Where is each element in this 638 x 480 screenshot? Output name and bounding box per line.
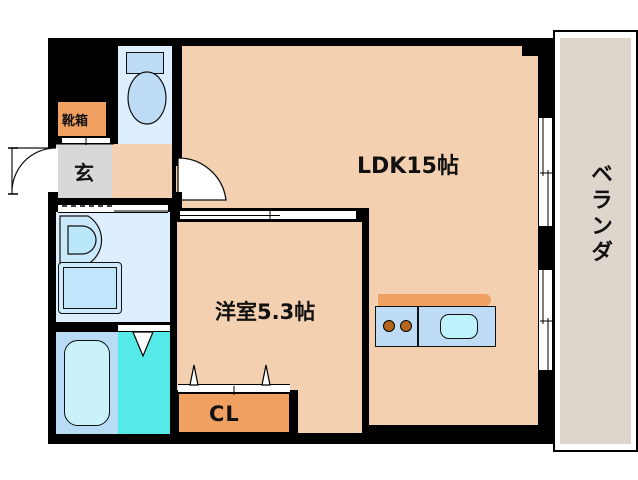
wall-hall-ldk-bottom — [172, 192, 182, 210]
wall-right-top — [538, 38, 553, 118]
kitchen-counter — [378, 294, 491, 306]
bedroom-right-strip — [298, 390, 362, 433]
entrance-door-opening[interactable] — [46, 148, 58, 192]
entrance-label: 玄 — [74, 161, 94, 185]
wall-bedroom-left — [170, 208, 177, 444]
room-bedroom — [176, 222, 362, 390]
veranda-label: ベランダ — [587, 162, 612, 266]
ldk-swing-door — [177, 157, 227, 201]
veranda-window-lower[interactable] — [538, 270, 553, 370]
genkan-step-edge — [56, 143, 114, 145]
bedroom-label: 洋室5.3帖 — [215, 300, 316, 324]
veranda-window-lower-leaf — [540, 270, 552, 370]
wall-bedroom-ldk-vertical — [362, 222, 369, 425]
veranda-floor — [560, 38, 631, 444]
wall-right-bottom — [538, 370, 553, 444]
kitchen-sink — [440, 314, 478, 339]
entrance-door-swing — [8, 147, 57, 195]
toilet-bowl-icon — [127, 71, 167, 125]
ldk-label: LDK15帖 — [357, 154, 459, 179]
veranda-window-upper-leaf — [540, 118, 552, 226]
bathtub-fixture — [64, 340, 110, 426]
vanity-sink — [59, 215, 103, 265]
closet-door-arrows — [189, 364, 271, 395]
wall-between-toilet-and-left — [104, 38, 118, 150]
genkan-floor — [56, 144, 112, 198]
bedroom-sliding-door-leaf — [180, 209, 358, 221]
wall-washroom-bath — [48, 322, 170, 332]
stove-burner-right — [400, 320, 412, 332]
wall-left-upper — [48, 102, 58, 144]
veranda-window-upper[interactable] — [538, 118, 553, 226]
closet-label: CL — [209, 402, 240, 426]
wall-hall-ldk — [172, 152, 182, 166]
washroom-sliding-door[interactable] — [58, 204, 168, 213]
wall-left-below-door — [48, 192, 58, 444]
wall-toilet-right — [172, 38, 182, 152]
wall-closet-right — [290, 390, 298, 444]
stove-burner-left — [383, 320, 395, 332]
shoe-cabinet-label: 靴箱 — [62, 114, 89, 129]
bath-door-arrow — [132, 331, 154, 358]
shoe-cabinet — [55, 101, 107, 137]
entrance-hall-floor — [112, 144, 172, 198]
washing-machine-inner — [63, 267, 117, 309]
toilet-tank — [126, 52, 164, 74]
room-ldk — [176, 46, 522, 176]
washroom-sliding-door-dashes — [62, 205, 168, 212]
wall-right-middle — [538, 226, 553, 270]
